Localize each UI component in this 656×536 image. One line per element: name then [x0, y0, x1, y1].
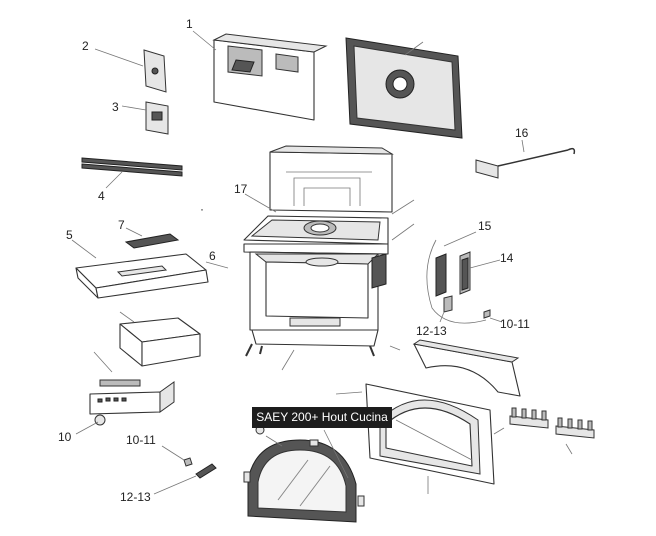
label-17: 17	[234, 182, 248, 196]
label-12-13-right: 12-13	[416, 324, 447, 338]
front-arch	[412, 339, 521, 397]
parts-14-15-side-panels	[426, 239, 491, 324]
label-4: 4	[98, 189, 105, 203]
glass-door	[243, 425, 365, 523]
label-10: 10	[58, 430, 72, 444]
part-4-rails	[81, 157, 183, 177]
part-5-tray	[75, 253, 209, 299]
label-7: 7	[118, 218, 125, 232]
part-2-plate	[143, 49, 167, 93]
label-1: 1	[186, 17, 193, 31]
part-17-stove	[243, 145, 394, 357]
part-3-bracket	[145, 101, 169, 135]
part-12-13-handle-left	[195, 463, 217, 479]
part-10-11-fixing-left	[183, 457, 193, 467]
back-plate	[345, 37, 463, 139]
fire-bars	[509, 407, 595, 439]
label-10-11-right: 10-11	[500, 317, 530, 331]
ash-pan	[119, 317, 201, 367]
dot-marker: ·	[200, 202, 204, 216]
part-10-drawer	[89, 379, 175, 426]
label-2: 2	[82, 39, 89, 53]
part-1-back-shield	[212, 33, 328, 121]
label-5: 5	[66, 228, 73, 242]
label-6: 6	[209, 249, 216, 263]
label-3: 3	[112, 100, 119, 114]
label-12-13-left: 12-13	[120, 490, 151, 504]
door-frame	[365, 383, 495, 485]
label-15: 15	[478, 219, 492, 233]
part-16-tool	[475, 147, 576, 179]
product-tooltip: SAEY 200+ Hout Cucina	[252, 407, 392, 428]
part-7-grate	[124, 233, 180, 249]
label-10-11-left: 10-11	[126, 433, 156, 447]
label-16: 16	[515, 126, 529, 140]
label-14: 14	[500, 251, 514, 265]
